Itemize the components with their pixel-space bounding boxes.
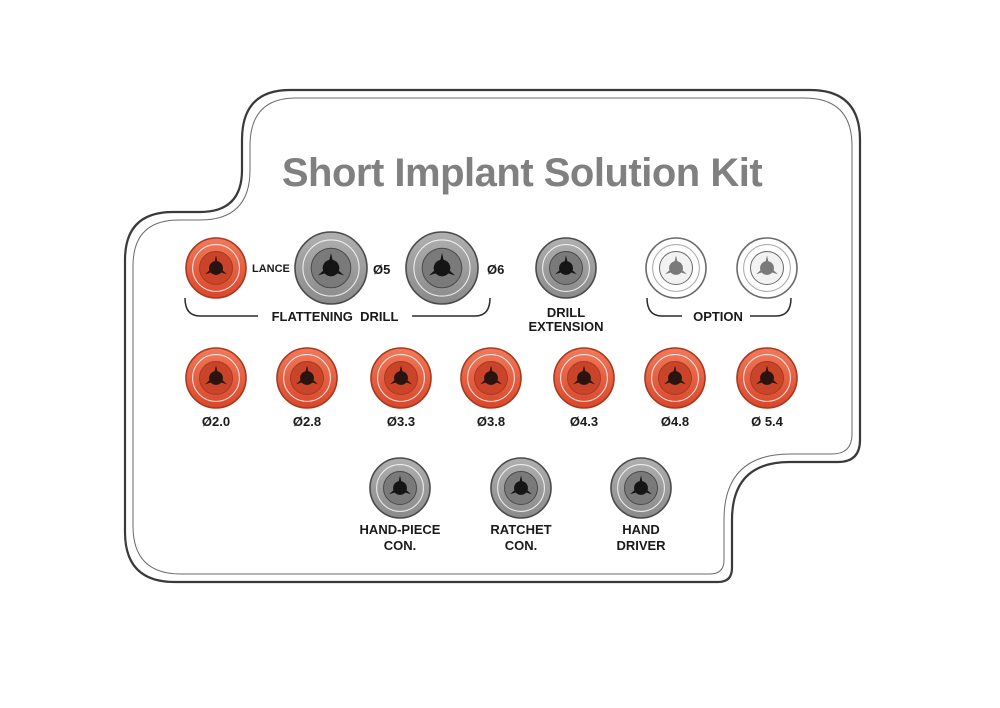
drill-label-3: Ø3.3 — [387, 414, 415, 429]
d5-label: Ø5 — [373, 262, 390, 277]
extension-label-line2: EXTENSION — [528, 319, 603, 334]
drill-label-5: Ø4.3 — [570, 414, 598, 429]
drill-label-1: Ø2.0 — [202, 414, 230, 429]
lance-label: LANCE — [252, 263, 290, 275]
flattening-bracket — [184, 297, 491, 317]
tray-outline — [123, 88, 862, 584]
kit-title: Short Implant Solution Kit — [282, 151, 762, 195]
d6-label: Ø6 — [487, 262, 504, 277]
drill-socket-3 — [370, 347, 432, 409]
tray-inner-outline — [132, 97, 853, 575]
connector-label-line2-3: DRIVER — [616, 538, 666, 553]
connector-label-line1-1: HAND-PIECE — [360, 522, 441, 537]
connector-label-line2-1: CON. — [384, 538, 417, 553]
drill-label-2: Ø2.8 — [293, 414, 321, 429]
drill-socket-6 — [644, 347, 706, 409]
connector-socket-1 — [369, 457, 431, 519]
extension-label-line1: DRILL — [547, 305, 585, 320]
flattening-d6-socket — [405, 231, 479, 305]
drill-socket-4 — [460, 347, 522, 409]
connector-label-line1-2: RATCHET — [490, 522, 551, 537]
connector-socket-2 — [490, 457, 552, 519]
drill-label-4: Ø3.8 — [477, 414, 505, 429]
drill-socket-2 — [276, 347, 338, 409]
drill-socket-1 — [185, 347, 247, 409]
option-group-label: OPTION — [693, 309, 743, 324]
drill-socket-7 — [736, 347, 798, 409]
flattening-d5-socket — [294, 231, 368, 305]
option-bracket — [646, 297, 792, 317]
option-socket-2 — [736, 237, 798, 299]
connector-label-line1-3: HAND — [622, 522, 660, 537]
connector-label-line2-2: CON. — [505, 538, 538, 553]
option-socket-1 — [645, 237, 707, 299]
drill-label-6: Ø4.8 — [661, 414, 689, 429]
drill-extension-socket — [535, 237, 597, 299]
drill-socket-5 — [553, 347, 615, 409]
lance-socket — [185, 237, 247, 299]
connector-socket-3 — [610, 457, 672, 519]
drill-label-7: Ø 5.4 — [751, 414, 784, 429]
flattening-group-label: FLATTENING DRILL — [272, 309, 399, 324]
